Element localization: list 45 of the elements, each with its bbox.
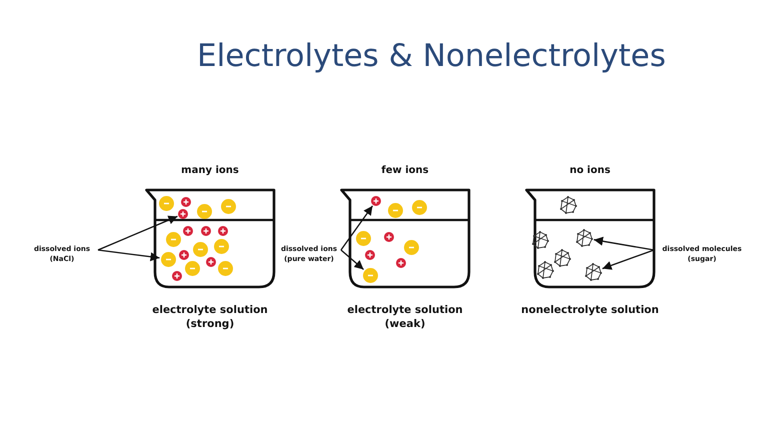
negative-ion [220,198,236,214]
positive-ion [370,195,382,207]
negative-ion [386,202,404,218]
positive-ion [180,196,192,208]
leader-arrow [98,216,178,251]
positive-ion [171,270,183,282]
molecule-icon [552,248,572,268]
negative-ion [192,240,208,258]
positive-ion [178,249,190,261]
leader-arrow [340,250,364,270]
positive-ion [200,225,212,237]
negative-ion [354,230,372,246]
negative-ion [160,250,176,268]
molecule-icon [530,230,550,250]
title: Electrolytes & Nonelectrolytes [197,38,666,74]
molecule-icon [574,228,594,248]
negative-ion [196,202,212,220]
leader-arrow [594,236,654,251]
negative-ion [410,198,428,216]
positive-ion [177,208,189,220]
beaker-heading: many ions [180,165,240,176]
positive-ion [383,231,395,243]
beaker-heading: few ions [380,165,430,176]
negative-ion [402,238,420,256]
leader-arrow [98,249,160,262]
positive-ion [395,257,407,269]
positive-ion [205,256,217,268]
negative-ion [362,266,378,284]
positive-ion [364,249,376,261]
negative-ion [158,194,174,212]
solution-caption: nonelectrolyte solution [520,303,660,317]
negative-ion [184,260,200,276]
negative-ion [212,238,230,254]
leader-arrow [340,206,374,250]
negative-ion [216,260,234,276]
positive-ion [217,225,229,237]
positive-ion [182,225,194,237]
beaker-heading: no ions [568,165,612,176]
molecule-icon [583,262,603,282]
negative-ion [164,230,182,248]
leader-arrow [602,249,654,270]
solution-caption: electrolyte solution (strong) [151,303,269,331]
solution-caption: electrolyte solution (weak) [346,303,464,331]
molecule-icon [558,195,578,215]
molecule-icon [535,260,555,280]
